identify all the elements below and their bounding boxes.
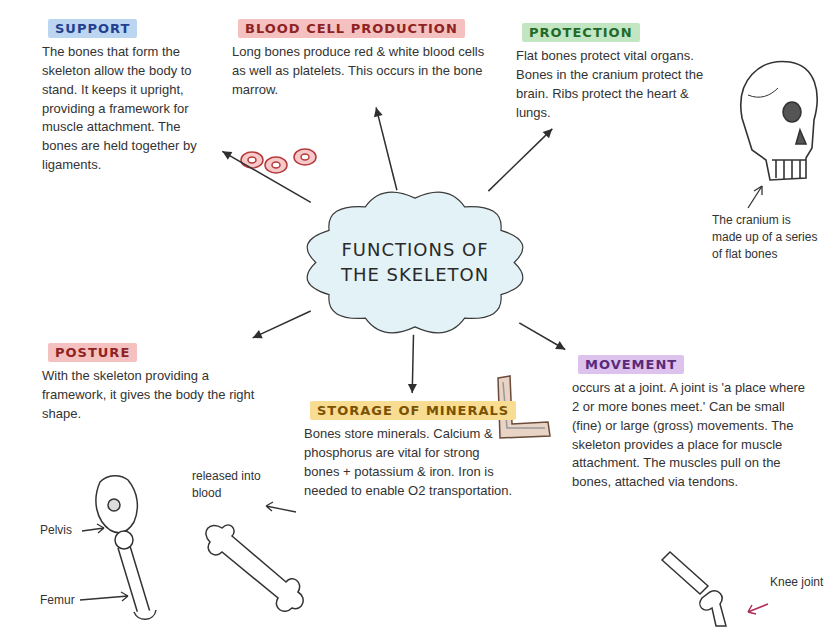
cloud-shape bbox=[307, 192, 523, 333]
topic-heading: SUPPORT bbox=[48, 19, 137, 38]
connector-line bbox=[253, 311, 311, 338]
connector-arrow bbox=[519, 323, 565, 350]
cloud-outline bbox=[294, 180, 536, 345]
topic-box: MOVEMENT occurs at a joint. A joint is 'a… bbox=[568, 352, 818, 495]
topic-box: PROTECTION Flat bones protect vital organ… bbox=[512, 20, 708, 125]
topic-text: With the skeleton providing a framework,… bbox=[42, 367, 268, 424]
part-label: Pelvis bbox=[40, 522, 86, 539]
arrowhead bbox=[253, 330, 263, 338]
knee-joint-drawing bbox=[662, 552, 768, 626]
arrowhead bbox=[374, 107, 383, 117]
topic-heading: POSTURE bbox=[48, 343, 137, 362]
topic-box: STORAGE OF MINERALS Bones store minerals.… bbox=[300, 398, 522, 503]
topic-text: Bones store minerals. Calcium & phosphor… bbox=[304, 425, 518, 500]
release-arrow bbox=[266, 502, 296, 512]
connector-arrow bbox=[408, 335, 417, 393]
leader-line bbox=[748, 186, 762, 208]
topic-heading: BLOOD CELL PRODUCTION bbox=[238, 19, 465, 38]
topic-text: Flat bones protect vital organs. Bones i… bbox=[516, 47, 704, 122]
leader-line bbox=[80, 524, 128, 601]
central-cloud: FUNCTIONS OF THE SKELETON bbox=[294, 180, 536, 345]
topic-heading: PROTECTION bbox=[522, 23, 640, 42]
arrowhead bbox=[222, 151, 232, 159]
topic-text: occurs at a joint. A joint is 'a place w… bbox=[572, 379, 814, 492]
connector-line bbox=[376, 107, 397, 190]
topic-heading: MOVEMENT bbox=[578, 355, 684, 374]
connector-line bbox=[488, 129, 552, 191]
bone-drawing bbox=[206, 525, 303, 611]
connector-arrow bbox=[488, 129, 552, 191]
part-label: Femur bbox=[40, 592, 86, 609]
arrowhead bbox=[555, 341, 565, 349]
central-title: FUNCTIONS OF THE SKELETON bbox=[340, 238, 490, 287]
topic-box: BLOOD CELL PRODUCTION Long bones produce … bbox=[228, 16, 500, 103]
connector-line bbox=[519, 323, 565, 350]
connector-arrow bbox=[253, 311, 311, 338]
connector-arrow bbox=[222, 151, 310, 202]
connector-arrow bbox=[374, 107, 397, 190]
arrowhead bbox=[543, 129, 553, 139]
topic-text: Long bones produce red & white blood cel… bbox=[232, 43, 496, 100]
connector-line bbox=[222, 151, 310, 202]
arrowhead bbox=[408, 384, 417, 393]
topic-text: The bones that form the skeleton allow t… bbox=[42, 43, 214, 175]
topic-box: SUPPORT The bones that form the skeleton … bbox=[38, 16, 218, 178]
note-label: released into blood bbox=[192, 468, 282, 502]
topic-box: POSTURE With the skeleton providing a fra… bbox=[38, 340, 272, 427]
part-label: Knee joint bbox=[770, 574, 826, 591]
skull-drawing bbox=[741, 62, 817, 180]
topic-heading: STORAGE OF MINERALS bbox=[310, 401, 516, 420]
note-label: The cranium is made up of a series of fl… bbox=[712, 212, 824, 262]
